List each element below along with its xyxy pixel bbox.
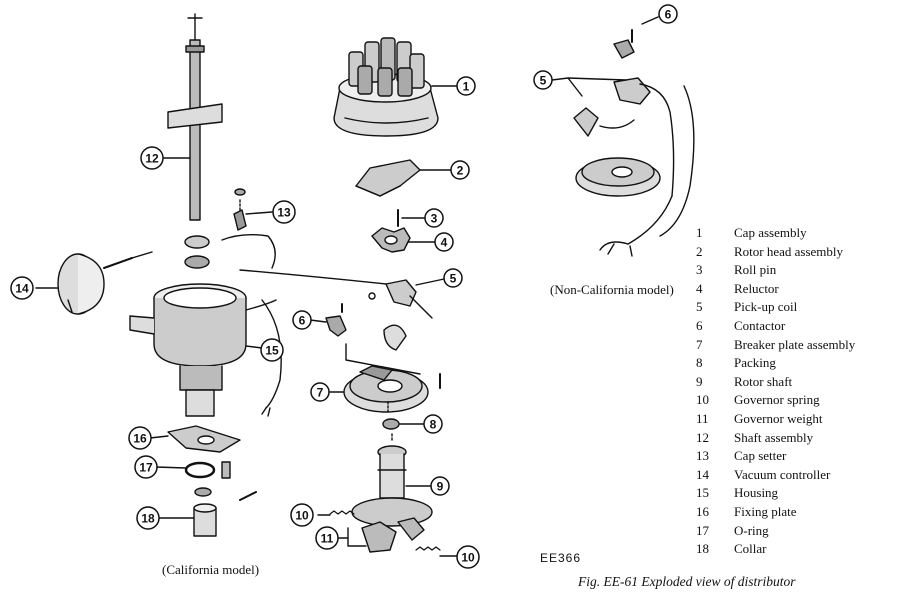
legend-item: 5 Pick-up coil [696, 298, 896, 317]
legend-number: 18 [696, 541, 709, 557]
figure-code: EE366 [540, 551, 582, 565]
cap-assembly-part [333, 37, 439, 137]
legend-number: 10 [696, 392, 709, 408]
vacuum-controller-part [57, 251, 153, 315]
legend-label: Breaker plate assembly [734, 336, 856, 352]
legend-label: Shaft assembly [734, 429, 814, 445]
legend-item: 10 Governor spring [696, 391, 896, 410]
legend-item: 14 Vacuum controller [696, 466, 896, 485]
legend-number: 8 [696, 355, 703, 371]
callout-2: 2 [457, 164, 464, 178]
legend-item: 9 Rotor shaft [696, 373, 896, 392]
fixing-plate-part [167, 425, 241, 453]
legend-item: 3 Roll pin [696, 261, 896, 280]
callout-6: 6 [299, 314, 306, 328]
legend-item: 16 Fixing plate [696, 503, 896, 522]
legend-item: 13 Cap setter [696, 447, 896, 466]
callout-10: 10 [295, 509, 309, 523]
legend-item: 6 Contactor [696, 317, 896, 336]
legend-label: Governor weight [734, 410, 823, 426]
legend-number: 16 [696, 503, 709, 519]
callout-16: 16 [133, 432, 147, 446]
legend-number: 6 [696, 317, 703, 333]
legend-item: 1 Cap assembly [696, 224, 896, 243]
rotor-shaft-part [351, 431, 433, 527]
callout-17: 17 [139, 461, 153, 475]
rotor-head-part [355, 159, 421, 197]
callout-4: 4 [441, 236, 448, 250]
callout-5-inset: 5 [540, 74, 547, 88]
legend-number: 15 [696, 485, 709, 501]
housing-part [129, 283, 282, 417]
legend-number: 17 [696, 522, 709, 538]
figure-caption: Fig. EE-61 Exploded view of distributor [578, 574, 796, 589]
legend-number: 5 [696, 299, 703, 315]
contactor-part [325, 315, 347, 337]
callout-18: 18 [141, 512, 155, 526]
legend-number: 7 [696, 336, 703, 352]
legend-label: Roll pin [734, 262, 777, 278]
legend-label: Housing [734, 485, 779, 501]
breaker-plate-part [343, 343, 441, 413]
callout-3: 3 [431, 212, 438, 226]
callout-9: 9 [437, 480, 444, 494]
legend-label: O-ring [734, 522, 769, 538]
legend-label: Cap setter [734, 448, 787, 464]
callout-11: 11 [321, 532, 334, 546]
reluctor-part [371, 227, 411, 253]
legend-item: 7 Breaker plate assembly [696, 336, 896, 355]
callout-10-right: 10 [461, 551, 475, 565]
callout-8: 8 [430, 418, 437, 432]
california-model-label: (California model) [162, 562, 260, 577]
callout-7: 7 [317, 386, 324, 400]
non-california-model-label: (Non-California model) [550, 282, 674, 297]
shaft-assembly-part [167, 13, 223, 221]
callout-13: 13 [277, 206, 291, 220]
legend-label: Rotor shaft [734, 373, 793, 389]
legend-label: Reluctor [734, 280, 779, 296]
legend-label: Packing [734, 355, 776, 371]
callout-12: 12 [145, 152, 159, 166]
callout-1: 1 [463, 80, 470, 94]
legend-item: 17 O-ring [696, 522, 896, 541]
governor-weight-part [361, 517, 425, 553]
legend-item: 8 Packing [696, 354, 896, 373]
legend-item: 12 Shaft assembly [696, 429, 896, 448]
legend-label: Fixing plate [734, 503, 797, 519]
pick-up-coil-part [368, 279, 433, 351]
legend-label: Rotor head assembly [734, 243, 844, 259]
legend-label: Vacuum controller [734, 466, 831, 482]
legend-label: Governor spring [734, 392, 820, 408]
callout-14: 14 [15, 282, 29, 296]
callout-6-inset: 6 [665, 8, 672, 22]
legend-number: 9 [696, 373, 703, 389]
collar-part [193, 503, 217, 537]
legend-number: 12 [696, 429, 709, 445]
legend-label: Cap assembly [734, 225, 807, 240]
legend-label: Contactor [734, 317, 786, 333]
callout-15: 15 [265, 344, 279, 358]
legend-item: 2 Rotor head assembly [696, 243, 896, 262]
legend-number: 11 [696, 410, 709, 426]
legend-number: 4 [696, 280, 703, 296]
legend-label: Collar [734, 541, 767, 557]
legend-item: 4 Reluctor [696, 280, 896, 299]
legend-number: 1 [696, 225, 703, 240]
legend-number: 3 [696, 262, 703, 278]
non-california-inset [573, 29, 695, 257]
legend-label: Pick-up coil [734, 299, 798, 315]
legend-number: 2 [696, 243, 703, 259]
parts-legend: 1 Cap assembly 2 Rotor head assembly 3 Roll… [696, 224, 896, 559]
legend-number: 13 [696, 448, 709, 464]
legend-item: 15 Housing [696, 484, 896, 503]
callout-5: 5 [450, 272, 457, 286]
legend-number: 14 [696, 466, 709, 482]
legend-item: 18 Collar [696, 540, 896, 559]
legend-item: 11 Governor weight [696, 410, 896, 429]
